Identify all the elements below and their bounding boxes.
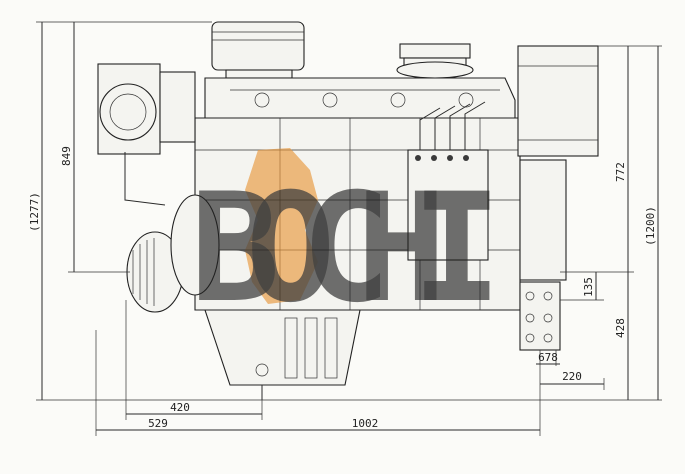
dim-left-inner: 849 — [60, 146, 73, 166]
injection-pump — [407, 101, 489, 261]
fan-pulley-top — [396, 43, 474, 79]
dim-bottom-right: 220 — [562, 370, 582, 383]
dim-right-upper: 772 — [614, 162, 627, 182]
dim-bottom-mid: 420 — [170, 401, 190, 414]
dim-right-lower: 428 — [614, 318, 627, 338]
dim-right-small: 135 — [582, 277, 595, 297]
dim-bottom-small: 678 — [538, 351, 558, 364]
air-filter — [211, 21, 305, 79]
dim-bottom-overall: 1002 — [352, 417, 379, 430]
watermark: BOCHI — [190, 148, 502, 336]
dimension-lines — [36, 21, 662, 436]
watermark-figure — [245, 148, 318, 304]
dimension-labels: (1277) 849 772 (1200) 135 428 678 220 42… — [28, 146, 657, 430]
dim-bottom-left: 529 — [148, 417, 168, 430]
flywheel-housing — [517, 45, 599, 351]
oil-pan — [204, 309, 361, 400]
dim-right-overall: (1200) — [644, 206, 657, 246]
watermark-text: BOCHI — [190, 162, 490, 336]
turbocharger — [97, 63, 196, 206]
rocker-cover — [204, 77, 516, 119]
dim-left-overall: (1277) — [28, 192, 41, 232]
crank-pulley — [126, 194, 220, 313]
